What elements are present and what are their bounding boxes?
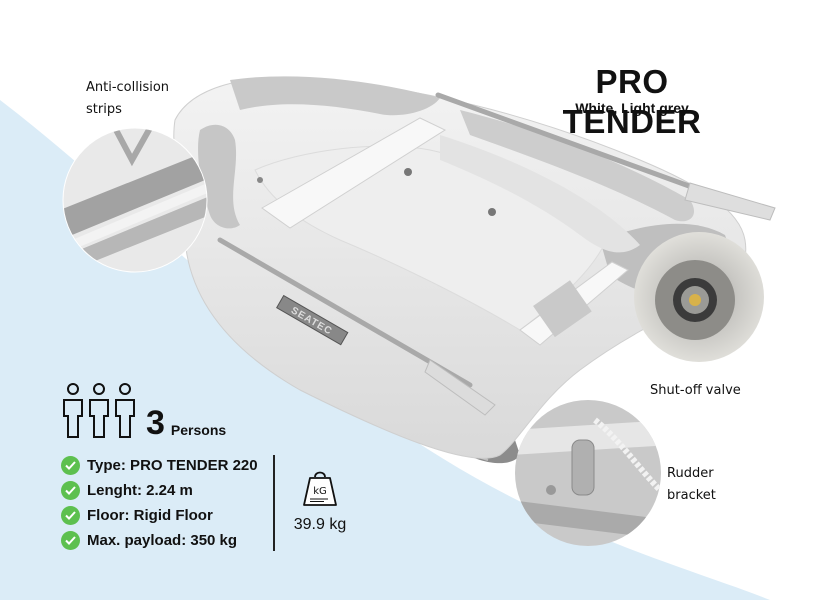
- kg-weight-icon: kG: [303, 471, 337, 506]
- callout-anti-collision-strips: Anti-collision strips: [86, 80, 170, 117]
- weight-info: kG 39.9 kg: [285, 468, 355, 534]
- check-icon: [61, 456, 80, 475]
- capacity-unit: Persons: [170, 422, 227, 438]
- check-icon: [61, 481, 80, 500]
- spec-type: Type: PRO TENDER 220: [61, 453, 258, 478]
- capacity-count: 3: [146, 404, 165, 442]
- svg-text:kG: kG: [313, 486, 327, 497]
- detail-rudder-bracket: [515, 400, 661, 546]
- detail-shut-off-valve: [634, 232, 764, 362]
- callout-shut-off-valve: Shut-off valve: [650, 383, 741, 398]
- check-icon: [61, 506, 80, 525]
- three-persons-icon: [63, 383, 135, 438]
- product-title: PRO TENDER: [562, 63, 702, 140]
- spec-floor: Floor: Rigid Floor: [61, 503, 258, 528]
- detail-anti-collision-strips: [63, 128, 207, 272]
- spec-length: Lenght: 2.24 m: [61, 478, 258, 503]
- spec-max-payload: Max. payload: 350 kg: [61, 528, 258, 553]
- product-colors: White, Light grey: [575, 100, 689, 116]
- check-icon: [61, 531, 80, 550]
- spec-divider: [273, 455, 275, 551]
- weight-value: 39.9 kg: [293, 516, 347, 533]
- callout-rudder-bracket: Rudder bracket: [667, 466, 716, 503]
- capacity: 3 Persons: [60, 382, 226, 440]
- spec-list: Type: PRO TENDER 220 Lenght: 2.24 m Floo…: [61, 453, 258, 553]
